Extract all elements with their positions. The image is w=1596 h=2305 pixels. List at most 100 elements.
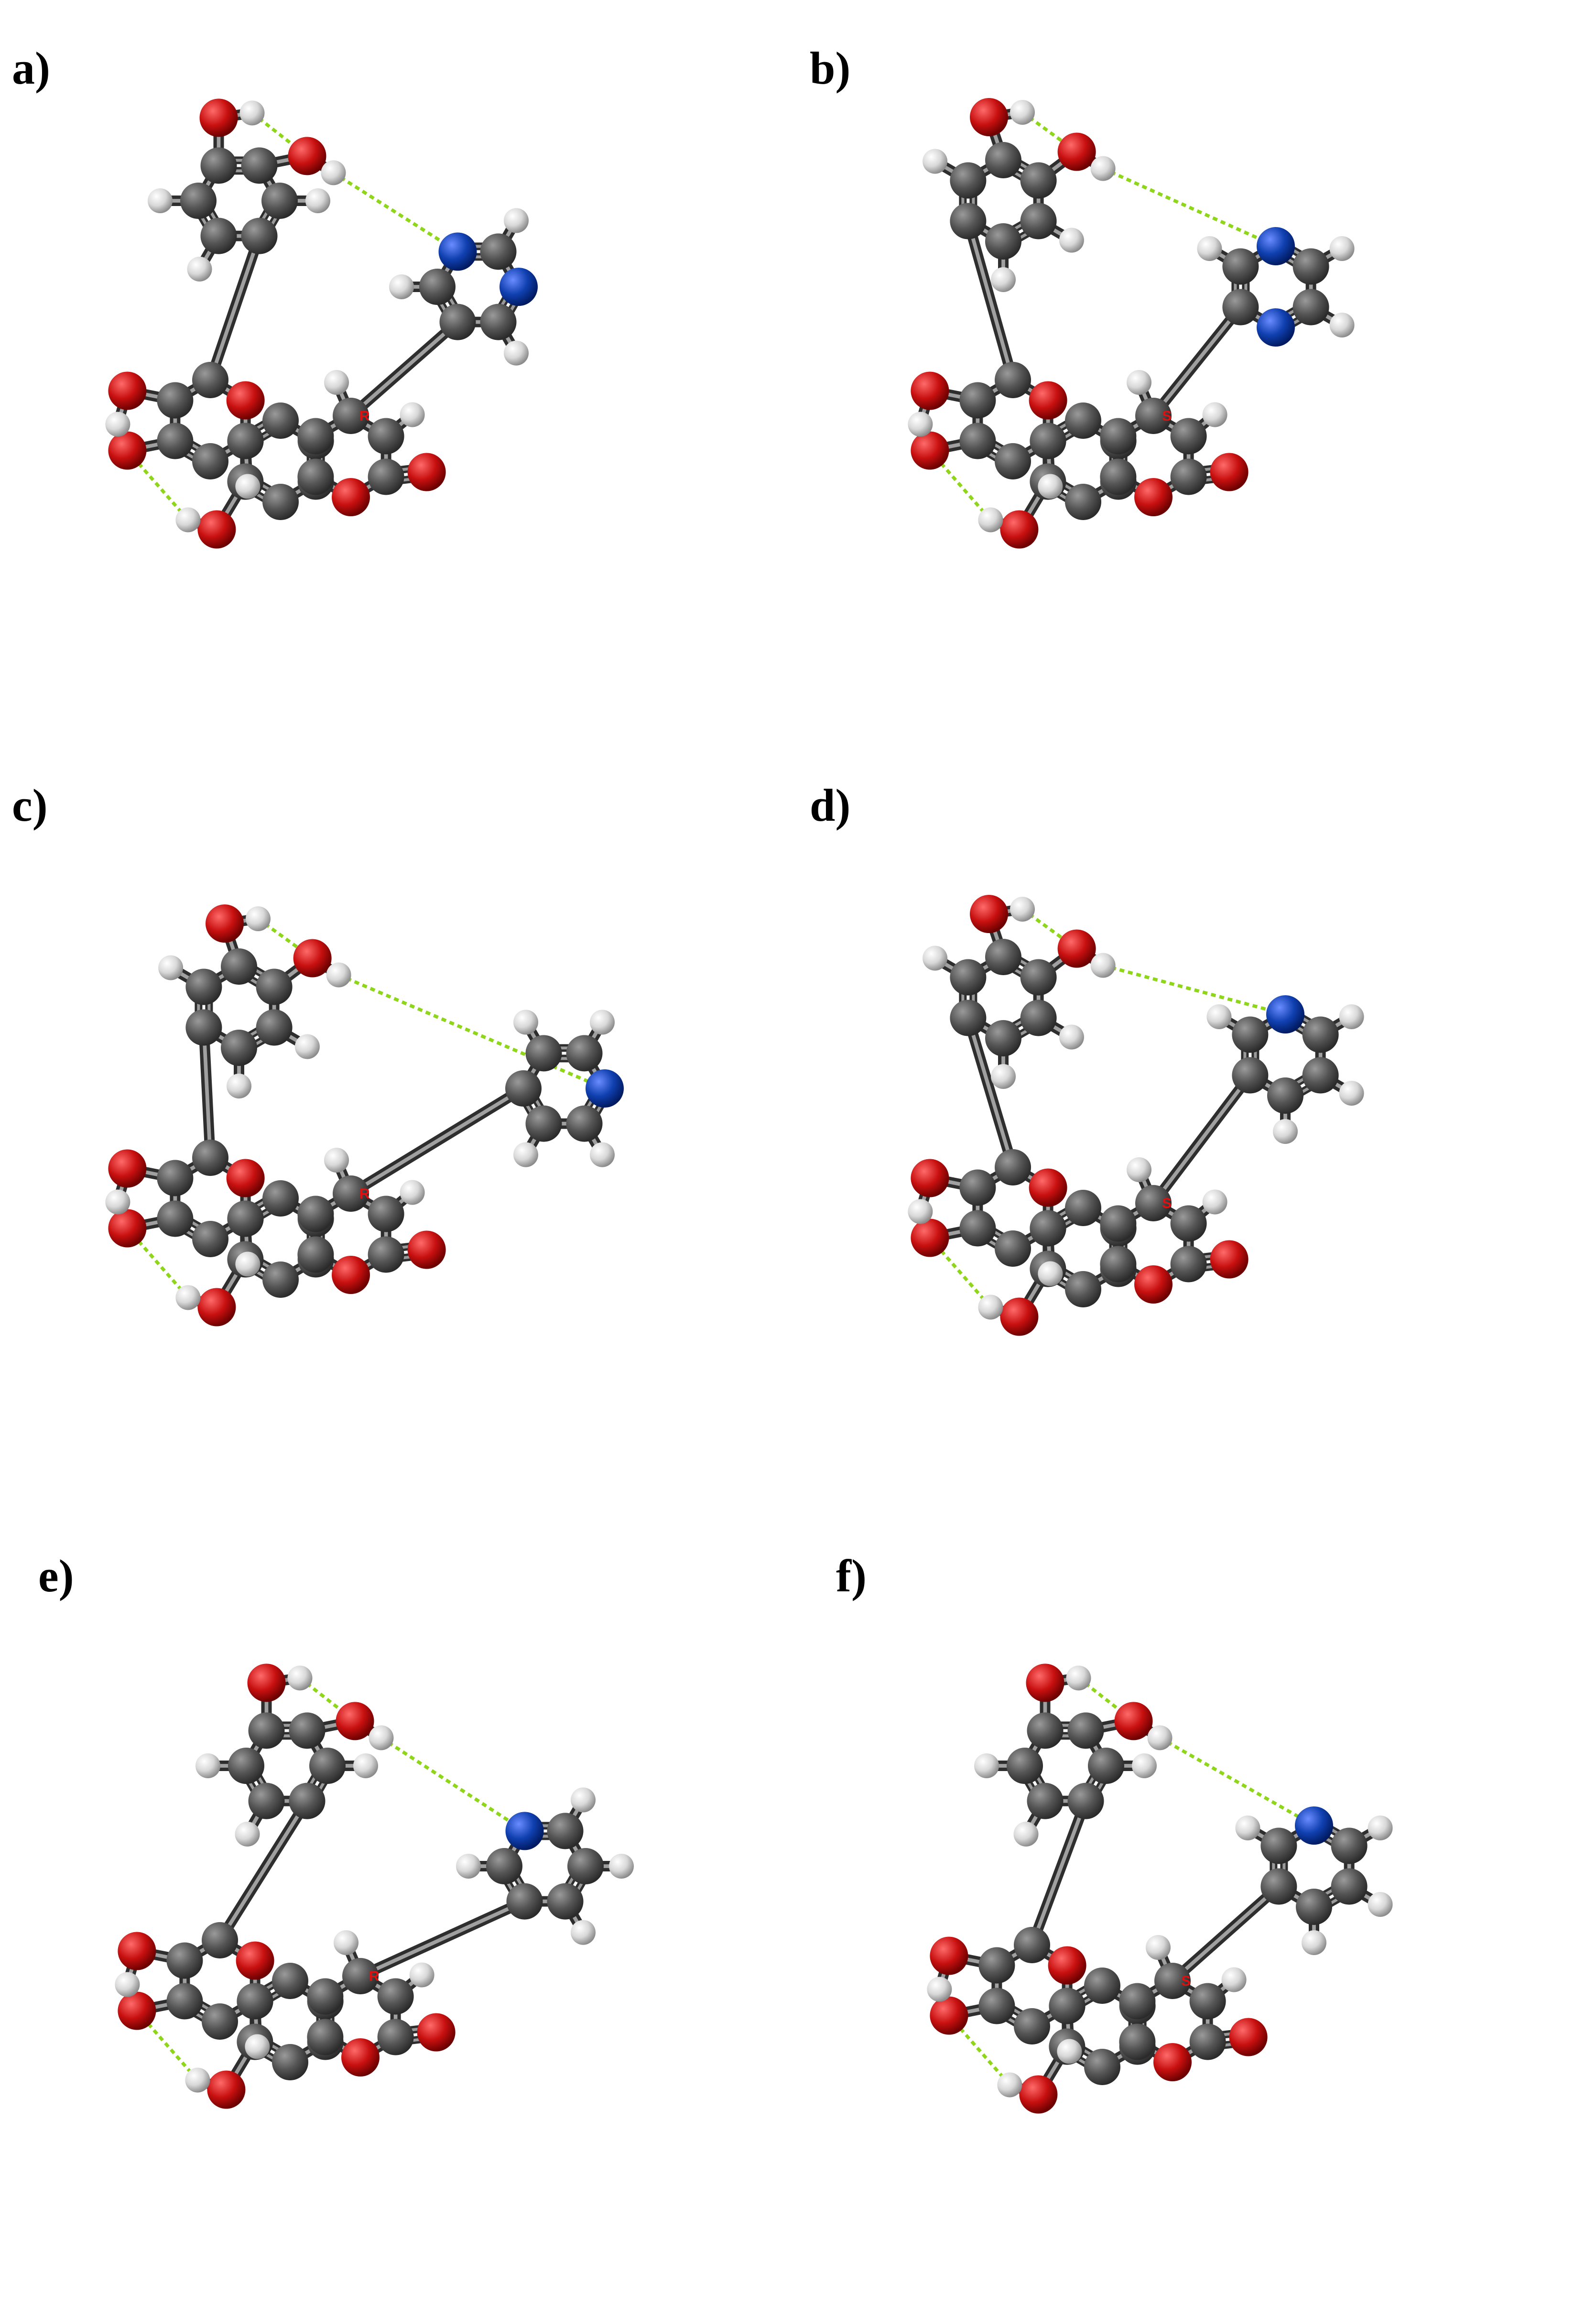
carbon-atom <box>221 948 257 985</box>
hydrogen-atom <box>1057 2039 1082 2064</box>
hydrogen-atom <box>235 474 261 499</box>
carbon-atom <box>377 1978 414 2015</box>
carbon-atom <box>959 382 996 419</box>
carbon-atom <box>180 183 217 219</box>
hydrogen-atom <box>1329 236 1355 261</box>
carbon-atom <box>525 1105 562 1142</box>
carbon-atom <box>1232 1016 1269 1053</box>
hydrogen-atom <box>571 1787 596 1813</box>
hydrogen-atom <box>1059 1024 1084 1050</box>
hydrogen-atom <box>974 1753 999 1778</box>
oxygen-atom <box>199 98 238 137</box>
oxygen-atom <box>1134 1265 1173 1304</box>
carbon-atom <box>486 1848 522 1884</box>
carbon-atom <box>1222 248 1259 285</box>
oxygen-atom <box>1019 2075 1058 2114</box>
carbon-atom <box>1170 1205 1207 1242</box>
atoms <box>927 1664 1393 2114</box>
carbon-atom <box>377 2019 414 2055</box>
oxygen-atom <box>1000 1297 1039 1336</box>
stereo-label: S <box>1162 408 1172 424</box>
hydrogen-bond <box>332 171 459 253</box>
hydrogen-atom <box>908 412 933 437</box>
carbon-atom <box>1100 458 1137 495</box>
hydrogen-atom <box>1206 1004 1232 1029</box>
hydrogen-atom <box>1010 897 1035 922</box>
carbon-atom <box>1170 458 1207 495</box>
hydrogen-atom <box>1368 1892 1393 1917</box>
carbon-atom <box>950 959 987 996</box>
carbon-atom <box>256 1009 293 1046</box>
hydrogen-bond <box>947 2014 1011 2086</box>
carbon-atom <box>227 1200 264 1237</box>
oxygen-atom <box>336 1702 374 1740</box>
nitrogen-atom <box>1257 308 1295 347</box>
hydrogen-atom <box>590 1142 615 1167</box>
carbon-atom <box>289 1712 326 1749</box>
oxygen-atom <box>197 510 236 549</box>
panel-f: S f) <box>798 1536 1596 2305</box>
carbon-atom <box>1302 1057 1339 1094</box>
hydrogen-bond <box>338 973 606 1090</box>
hydrogen-atom <box>245 2034 270 2059</box>
oxygen-atom <box>226 381 265 420</box>
oxygen-atom <box>930 1996 968 2035</box>
hydrogen-atom <box>1013 1821 1039 1847</box>
molecule-c: R <box>105 904 624 1326</box>
hydrogen-atom <box>590 1010 615 1035</box>
carbon-atom <box>505 1070 542 1107</box>
hydrogen-atom <box>1202 402 1227 427</box>
hydrogen-atom <box>1147 1725 1173 1750</box>
hydrogen-bond <box>126 449 190 521</box>
oxygen-atom <box>118 1991 156 2030</box>
carbon-atom <box>1014 2008 1050 2044</box>
hydrogen-atom <box>227 1074 251 1098</box>
carbon-atom <box>1030 423 1066 459</box>
hydrogen-atom <box>1038 474 1063 499</box>
panel-d: S d) <box>798 768 1596 1536</box>
hydrogen-bond <box>1102 167 1277 248</box>
hydrogen-bond <box>928 449 992 521</box>
hydrogen-atom <box>1221 1967 1247 1992</box>
carbon-atom <box>307 2019 344 2055</box>
hydrogen-atom <box>324 1148 349 1173</box>
oxygen-atom <box>108 371 147 410</box>
carbon-atom <box>1302 1016 1339 1053</box>
carbon-atom <box>221 1030 257 1066</box>
oxygen-atom <box>226 1159 265 1197</box>
oxygen-atom <box>1057 132 1096 171</box>
hydrogen-atom <box>504 340 529 366</box>
hydrogen-bond <box>135 2010 199 2081</box>
carbon-atom <box>202 1922 238 1958</box>
carbon-atom <box>1020 959 1057 996</box>
oxygen-atom <box>417 2013 456 2052</box>
oxygen-atom <box>1134 478 1173 516</box>
hydrogen-atom <box>1329 313 1355 337</box>
hydrogen-atom <box>148 188 173 213</box>
hydrogen-atom <box>923 149 948 174</box>
oxygen-atom <box>911 1159 949 1197</box>
hydrogen-atom <box>1273 1119 1298 1144</box>
atoms <box>115 1664 634 2109</box>
carbon-atom <box>1100 418 1137 455</box>
carbon-atom <box>1007 1748 1043 1784</box>
hydrogen-bond <box>1102 964 1286 1016</box>
hydrogen-bond <box>380 1736 526 1833</box>
carbon-atom <box>1170 418 1207 455</box>
carbon-atom <box>368 458 404 495</box>
hydrogen-bond <box>1159 1736 1315 1827</box>
carbon-atom <box>241 217 278 254</box>
oxygen-atom <box>108 1209 147 1248</box>
oxygen-atom <box>207 2070 246 2109</box>
carbon-atom <box>256 968 293 1005</box>
carbon-atom <box>1065 402 1101 439</box>
carbon-atom <box>368 418 404 455</box>
oxygen-atom <box>108 1149 147 1188</box>
hydrogen-atom <box>400 402 425 427</box>
hydrogen-atom <box>195 1753 220 1778</box>
carbon-atom <box>262 484 299 520</box>
carbon-atom <box>995 362 1031 398</box>
molecule-d: S <box>908 895 1364 1336</box>
carbon-atom <box>309 1748 346 1784</box>
hydrogen-atom <box>1235 1816 1260 1840</box>
